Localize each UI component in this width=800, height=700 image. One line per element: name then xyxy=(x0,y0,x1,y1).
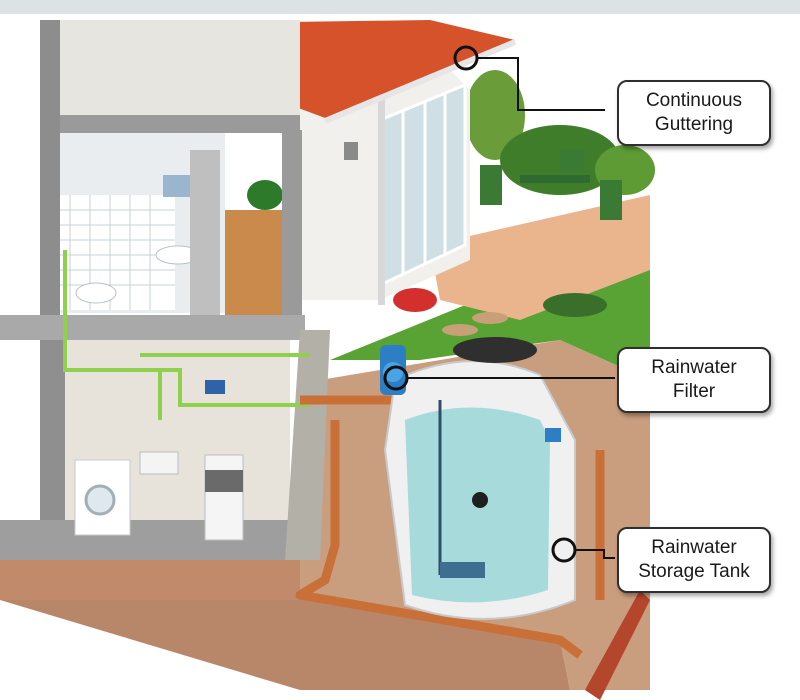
attic-wall xyxy=(40,20,300,115)
callout-line: Guttering xyxy=(654,114,734,135)
callout-line: Storage Tank xyxy=(638,561,750,582)
garden-table xyxy=(520,175,590,183)
garden-chair xyxy=(560,150,584,172)
control-display xyxy=(205,380,225,394)
supply-pipes xyxy=(63,250,310,420)
callout-line: Rainwater xyxy=(651,357,737,378)
wall-lamp xyxy=(344,142,358,160)
utility-sink xyxy=(139,451,179,475)
washing-machine-door xyxy=(84,484,116,516)
basement-outer-wall xyxy=(285,330,330,560)
flower-bed xyxy=(543,293,607,317)
continuous-guttering-callout: Continuous Guttering xyxy=(617,80,771,146)
floor-slab xyxy=(0,315,305,340)
pump-unit xyxy=(204,454,244,541)
toilet xyxy=(75,282,117,304)
rainwater-storage-tank-callout: Rainwater Storage Tank xyxy=(617,527,771,593)
callout-line: Continuous xyxy=(645,90,743,111)
garden-chair xyxy=(600,180,622,220)
basement-floor xyxy=(0,520,300,560)
stepping-stone xyxy=(472,312,508,324)
bathroom-mirror xyxy=(163,175,195,197)
house-plant xyxy=(247,180,283,210)
patio xyxy=(430,195,650,320)
ceiling-slab xyxy=(40,115,300,133)
tank-marker-circle xyxy=(551,537,577,563)
side-wall xyxy=(40,20,60,320)
gutter xyxy=(323,39,517,124)
guttering-marker-circle xyxy=(453,45,479,71)
foundation-soil xyxy=(0,560,300,600)
callout-line: Filter xyxy=(672,381,716,402)
callout-line: Rainwater xyxy=(651,537,737,558)
float-switch xyxy=(472,492,488,508)
side-wall xyxy=(282,130,302,330)
drain-channel xyxy=(585,590,650,700)
tank-inlet xyxy=(545,428,561,442)
submersible-pump xyxy=(440,562,485,578)
interior-wall xyxy=(190,150,220,320)
basement-wall xyxy=(40,340,65,530)
leader-lines xyxy=(408,57,615,559)
tile-grid xyxy=(55,195,175,310)
stepping-stone xyxy=(442,324,478,336)
rainwater-filter-callout: Rainwater Filter xyxy=(617,347,771,413)
filter-marker-circle xyxy=(383,365,409,391)
top-strip xyxy=(0,0,800,14)
flower-bed xyxy=(393,288,437,312)
downpipe xyxy=(378,95,385,305)
tree xyxy=(465,70,525,160)
tank-lid xyxy=(453,337,537,363)
garden-chair xyxy=(480,165,502,205)
pump-panel xyxy=(205,470,243,492)
